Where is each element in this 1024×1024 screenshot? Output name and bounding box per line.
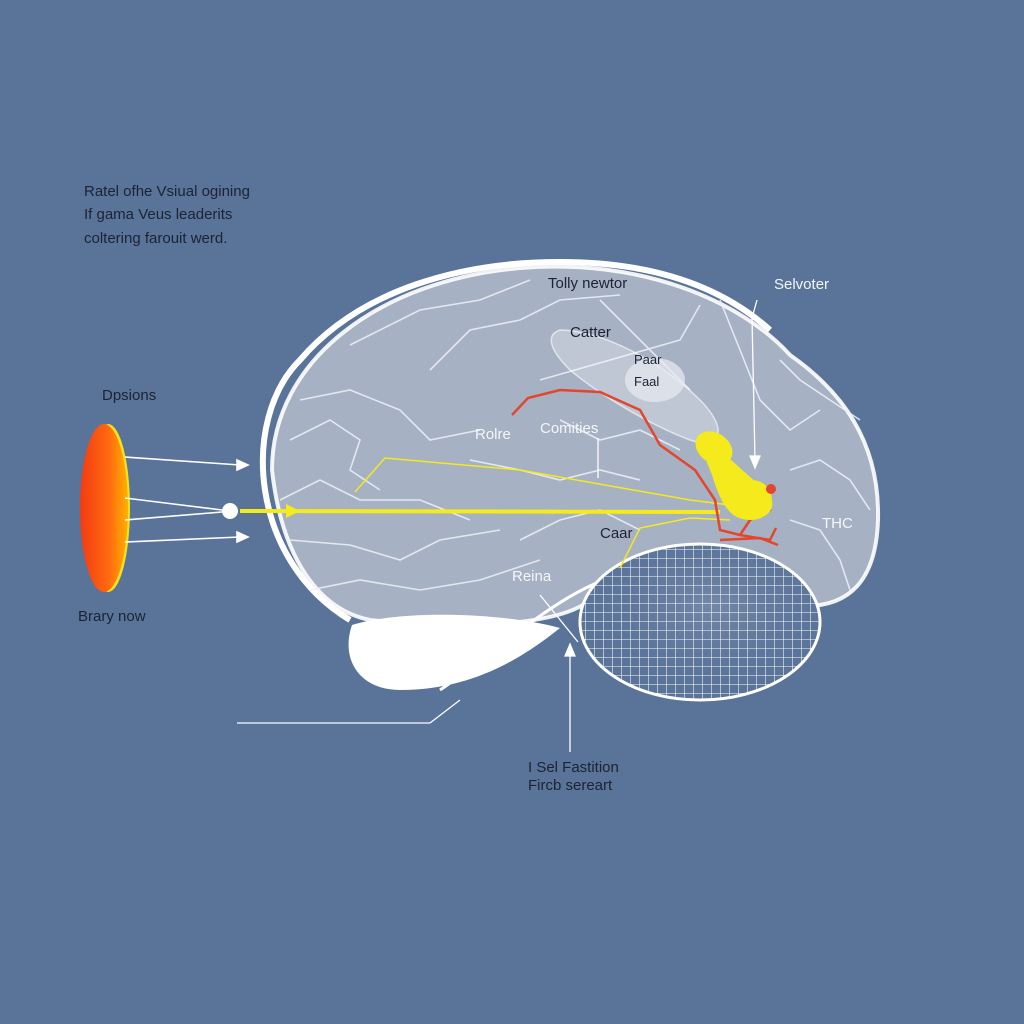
- intro-line-3: coltering farouit werd.: [84, 229, 228, 247]
- red-dot: [766, 484, 776, 494]
- label-catter: Catter: [570, 324, 611, 341]
- label-paar: Paar: [634, 352, 662, 367]
- intro-line-1: Ratel ofhe Vsiual ogining: [84, 183, 250, 200]
- label-dpsions: Dpsions: [102, 387, 157, 404]
- optic-node: [222, 503, 238, 519]
- brain-gyri-lines: [279, 279, 871, 591]
- label-tolly-newtor: Tolly newtor: [548, 275, 628, 292]
- intro-line-2: If gama Veus leaderits: [84, 206, 233, 224]
- leader-lines: [237, 299, 761, 752]
- intro-text: Ratel ofhe Vsiual ogining If gama Veus l…: [84, 183, 250, 253]
- cerebellum: [578, 542, 822, 702]
- skull-outline: [259, 258, 773, 623]
- label-faal: Faal: [634, 374, 660, 389]
- label-reina: Reina: [512, 568, 552, 585]
- yellow-nucleus: [695, 431, 773, 520]
- yellow-pathway: [239, 457, 731, 569]
- label-bottom-line-2: Fircb sereart: [528, 777, 613, 794]
- eye-arrows: [124, 456, 250, 544]
- label-rolre: Rolre: [475, 426, 511, 443]
- paar-region: [625, 358, 685, 402]
- label-comities: Comities: [540, 420, 599, 437]
- eye-disc: [80, 424, 130, 592]
- label-thc: THC: [822, 515, 853, 532]
- label-bottom-line-1: I Sel Fastition: [528, 759, 619, 776]
- label-caar: Caar: [600, 525, 633, 542]
- label-brary-now: Brary now: [78, 608, 146, 625]
- white-lower-structure: [348, 614, 560, 690]
- label-selvoter: Selvoter: [774, 276, 830, 293]
